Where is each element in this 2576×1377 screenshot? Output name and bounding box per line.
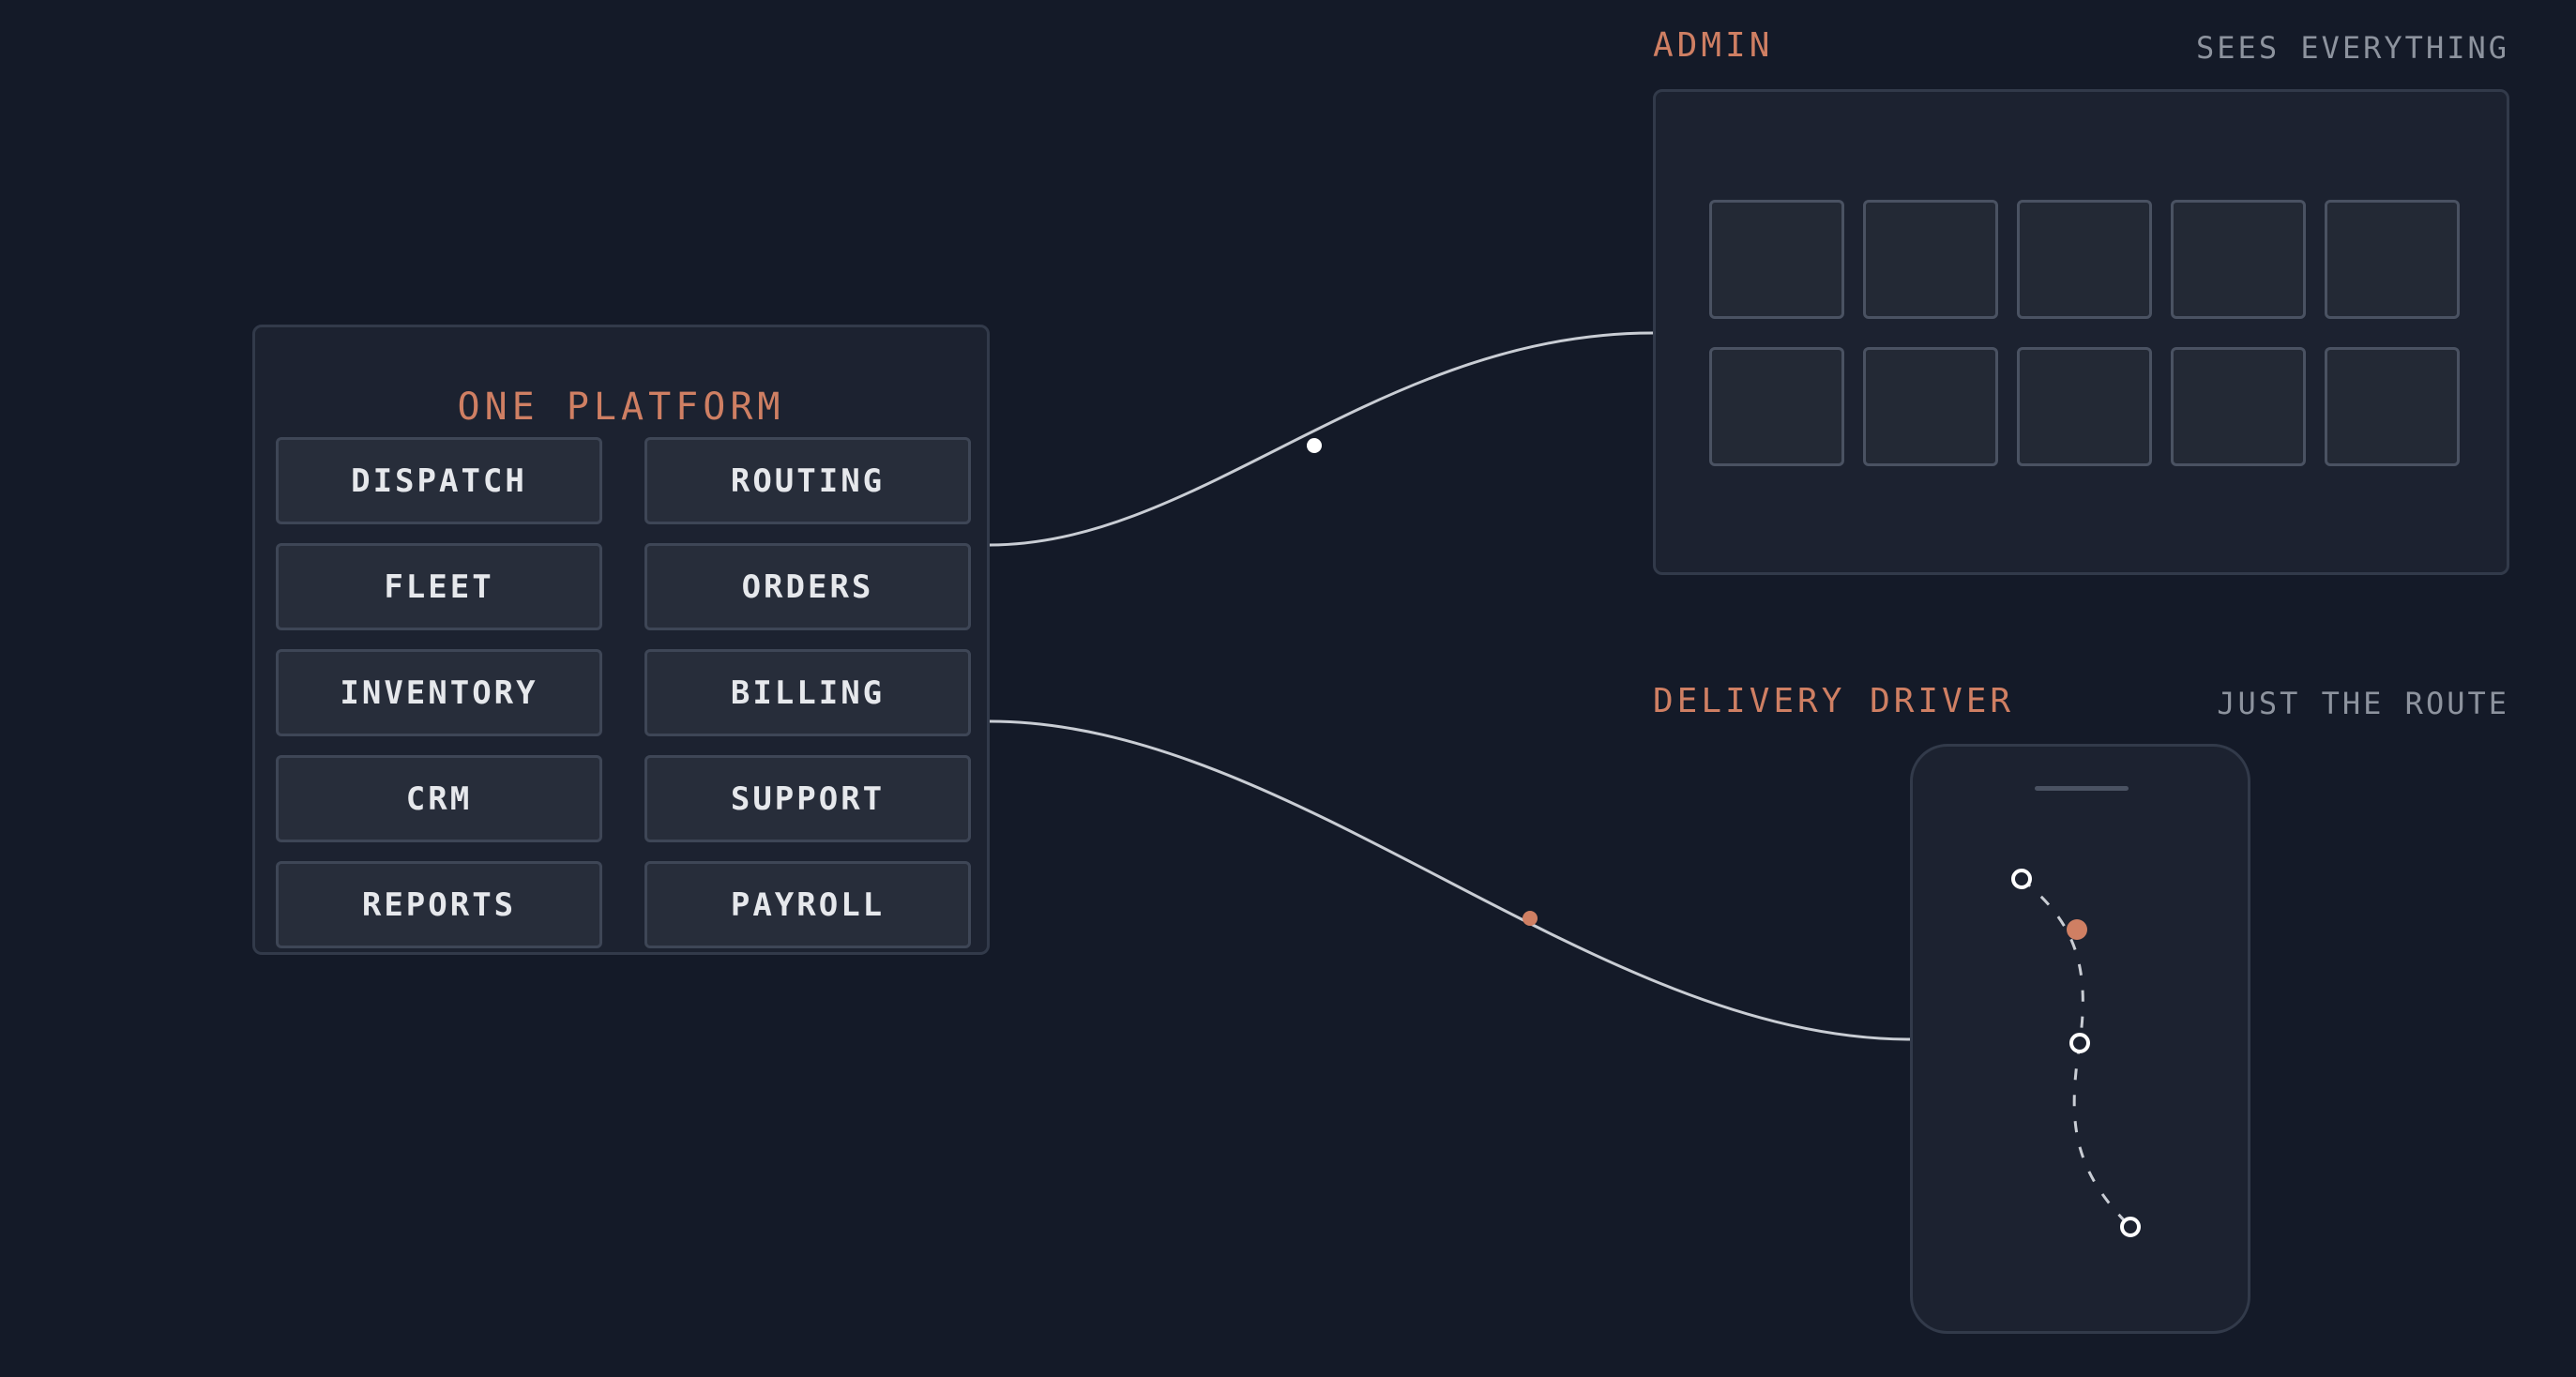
module-grid: DISPATCH ROUTING FLEET ORDERS INVENTORY … [276, 437, 971, 948]
route-stop-1 [2011, 869, 2032, 889]
module-crm: CRM [276, 755, 602, 842]
platform-to-admin-connector [989, 331, 1654, 547]
admin-tile [1863, 200, 1998, 319]
module-billing: BILLING [644, 649, 971, 736]
admin-dashboard [1653, 89, 2509, 575]
admin-tile [2171, 347, 2306, 466]
platform-title: ONE PLATFORM [457, 386, 785, 429]
route-stop-3 [2069, 1033, 2090, 1053]
driver-phone [1910, 744, 2250, 1334]
admin-tile [2325, 200, 2460, 319]
admin-connector-dot [1307, 438, 1322, 453]
module-fleet: FLEET [276, 543, 602, 630]
route-map [2011, 869, 2141, 1237]
phone-speaker [2035, 786, 2129, 791]
driver-note: JUST THE ROUTE [2217, 686, 2509, 721]
admin-tile [1863, 347, 1998, 466]
module-routing: ROUTING [644, 437, 971, 524]
admin-tile [2017, 200, 2152, 319]
module-payroll: PAYROLL [644, 861, 971, 948]
admin-note: SEES EVERYTHING [2196, 30, 2509, 66]
route-stop-4 [2120, 1217, 2141, 1237]
platform-to-driver-connector [989, 719, 1911, 1041]
module-reports: REPORTS [276, 861, 602, 948]
module-dispatch: DISPATCH [276, 437, 602, 524]
admin-tile [2171, 200, 2306, 319]
module-inventory: INVENTORY [276, 649, 602, 736]
admin-label: ADMIN [1653, 26, 1774, 65]
driver-label: DELIVERY DRIVER [1653, 682, 2015, 720]
admin-tile [1709, 200, 1844, 319]
admin-tile-grid [1709, 200, 2460, 466]
admin-tile [1709, 347, 1844, 466]
admin-tile [2325, 347, 2460, 466]
module-support: SUPPORT [644, 755, 971, 842]
module-orders: ORDERS [644, 543, 971, 630]
route-stop-2-current [2067, 919, 2087, 940]
platform-panel: ONE PLATFORM DISPATCH ROUTING FLEET ORDE… [252, 325, 990, 955]
driver-connector-dot [1523, 911, 1538, 926]
admin-tile [2017, 347, 2152, 466]
